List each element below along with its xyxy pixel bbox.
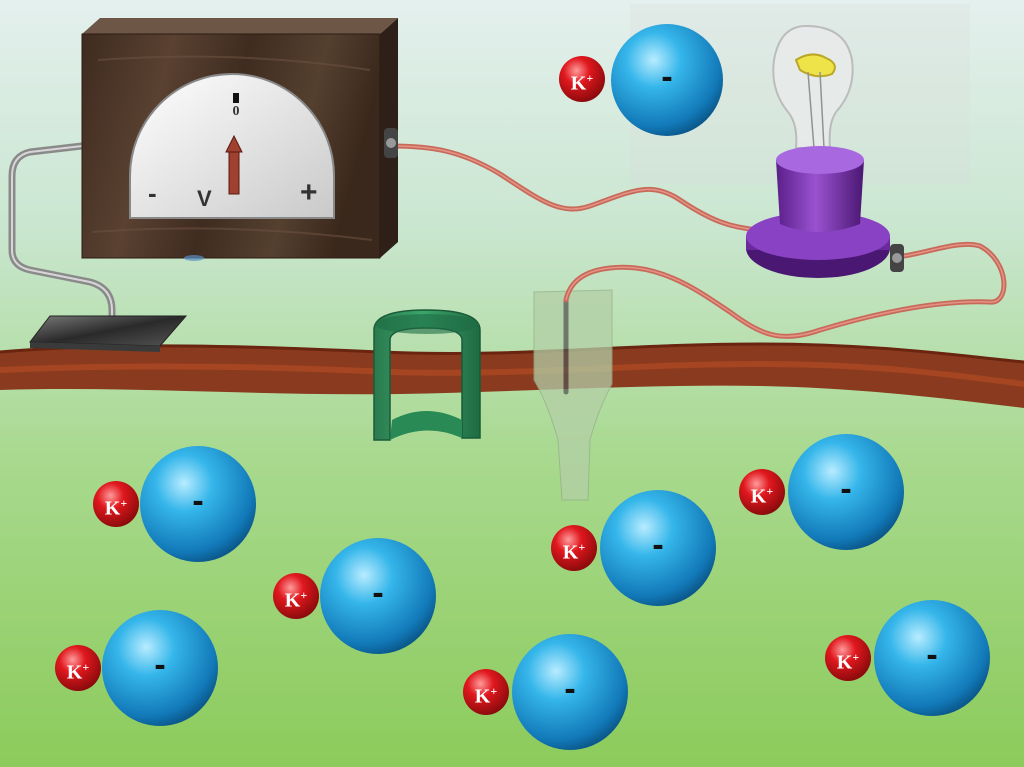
anion-sphere: [140, 446, 256, 562]
potassium-cation-sphere: [551, 525, 597, 571]
voltmeter-needle: [225, 134, 243, 195]
ion-pair: [273, 538, 436, 654]
potassium-cation-sphere: [55, 645, 101, 691]
potassium-cation-sphere: [825, 635, 871, 681]
ion-pair: [463, 634, 628, 750]
glass-microelectrode: [533, 289, 613, 501]
anion-sphere: [788, 434, 904, 550]
potassium-cation-sphere: [463, 669, 509, 715]
ion-channel: [373, 309, 481, 441]
anion-sphere: [874, 600, 990, 716]
ion-pair: [825, 600, 990, 716]
cell-membrane: [0, 344, 1024, 408]
anion-sphere: [600, 490, 716, 606]
ions-layer: [55, 24, 990, 750]
potassium-cation-sphere: [273, 573, 319, 619]
voltmeter-terminal: [384, 128, 398, 158]
anion-sphere: [512, 634, 628, 750]
ion-pair: [559, 24, 723, 136]
anion-sphere: [611, 24, 723, 136]
ion-pair: [93, 446, 256, 562]
socket-terminal: [890, 244, 904, 272]
ion-pair: [739, 434, 904, 550]
potassium-cation-sphere: [559, 56, 605, 102]
ion-pair: [551, 490, 716, 606]
bulb-socket: [746, 146, 904, 278]
anion-sphere: [102, 610, 218, 726]
ion-pair: [55, 610, 218, 726]
anion-sphere: [320, 538, 436, 654]
potassium-cation-sphere: [739, 469, 785, 515]
potassium-cation-sphere: [93, 481, 139, 527]
reference-electrode-plate: [29, 315, 188, 352]
voltmeter: [81, 18, 398, 261]
